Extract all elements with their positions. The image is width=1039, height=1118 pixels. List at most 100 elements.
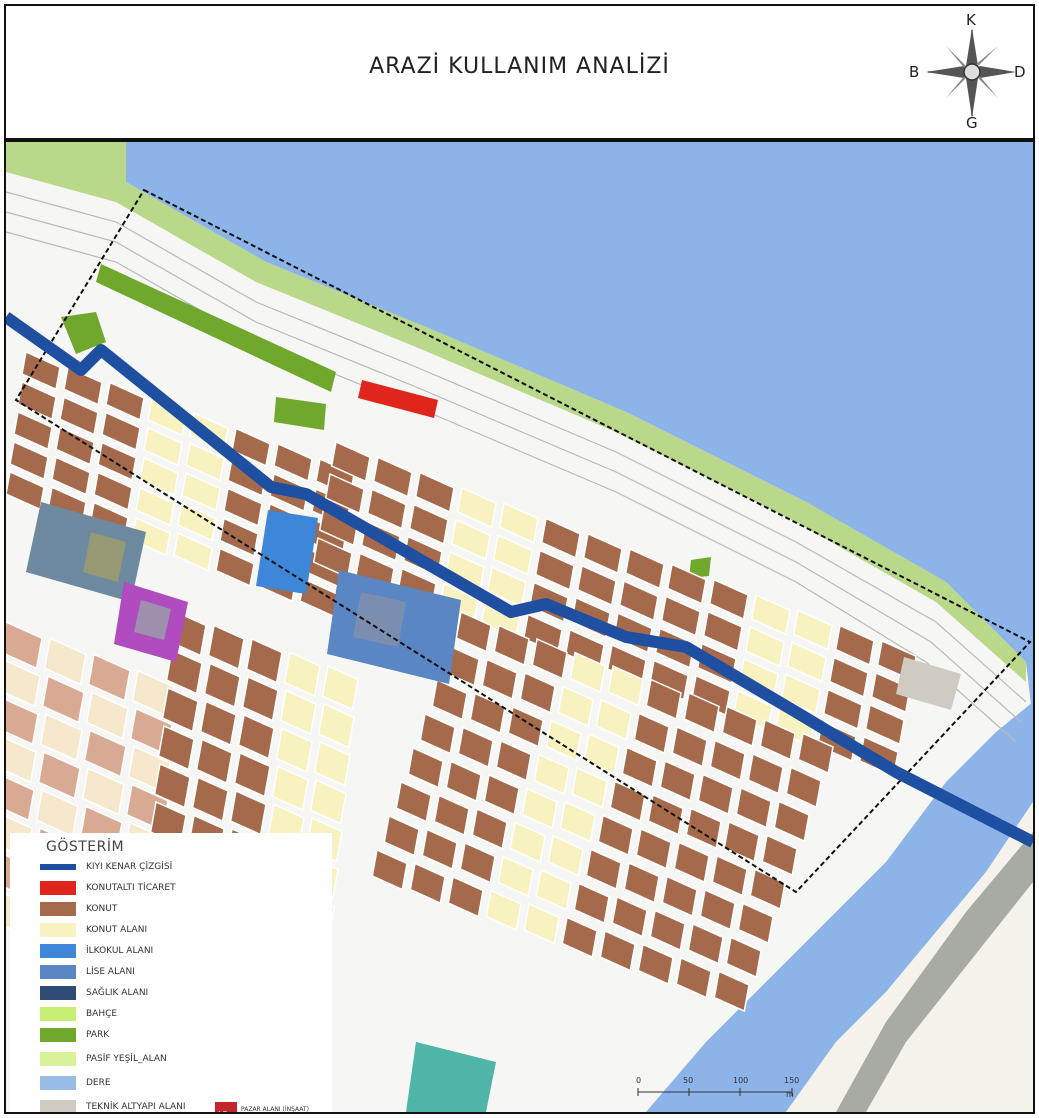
residential-block (785, 766, 822, 809)
residential-block (702, 610, 743, 653)
residential-block (408, 503, 449, 545)
residential-block (595, 698, 632, 741)
residential-block (509, 821, 546, 864)
residential-block (459, 841, 496, 884)
residential-block (283, 651, 321, 698)
residential-block (597, 814, 634, 857)
scale-tick-1: 50 (683, 1076, 694, 1085)
legend-swatch (40, 944, 76, 958)
park-corner (61, 312, 106, 354)
legend-swatch (40, 986, 76, 1000)
residential-block (279, 689, 317, 736)
residential-block (737, 902, 774, 945)
residential-block (585, 848, 622, 891)
linear-park (96, 264, 336, 392)
residential-block (660, 595, 701, 637)
legend-label: KONUT ALANI (86, 925, 148, 935)
residential-block (447, 875, 484, 918)
primary-school-area (256, 510, 318, 594)
residential-block (747, 752, 784, 795)
residential-block (648, 659, 689, 701)
residential-block (661, 875, 698, 918)
residential-block (445, 760, 482, 803)
residential-block (433, 794, 470, 837)
residential-block (864, 703, 905, 746)
legend-swatch (40, 864, 76, 870)
scale-tick-2: 100 (733, 1076, 749, 1085)
residential-block (371, 848, 408, 891)
residential-block (709, 739, 746, 782)
legend-item-commercial: KONUTALTI TİCARET (40, 880, 176, 896)
compass-rose: K G B D (906, 8, 1028, 134)
offsite-block (6, 698, 39, 746)
offsite-block (83, 729, 127, 778)
legend-label: PASİF YEŞİL_ALAN (86, 1054, 167, 1064)
legend-item-market: L3 PAZAR ALANI (İNŞAAT) (215, 1102, 309, 1112)
offsite-block (43, 637, 87, 686)
legend-label: SAĞLIK ALANI (86, 988, 149, 998)
residential-block (241, 675, 279, 722)
scale-unit: m (786, 1090, 794, 1099)
offsite-block (6, 737, 37, 784)
residential-block (673, 841, 710, 884)
offsite-block (6, 621, 43, 670)
residential-block (493, 624, 530, 667)
residential-block (645, 678, 682, 721)
residential-block (561, 916, 598, 959)
residential-block (450, 518, 491, 561)
coastal-green-strip (6, 142, 1026, 682)
residential-block (419, 712, 456, 755)
commercial-strip (358, 380, 438, 418)
residential-block (713, 970, 750, 1013)
map-frame: ARAZİ KULLANIM ANALİZİ K G B D (4, 4, 1035, 1114)
residential-block (495, 739, 532, 782)
residential-block (457, 726, 494, 769)
residential-block (759, 718, 796, 761)
legend-label: KIYI KENAR ÇİZGİSİ (86, 862, 173, 872)
residential-block (822, 688, 863, 730)
residential-block (534, 549, 575, 591)
legend-label: KONUT (86, 904, 118, 914)
residential-block (735, 786, 772, 829)
residential-block (699, 888, 736, 931)
residential-block (761, 834, 798, 877)
offsite-block (81, 767, 125, 816)
residential-block (533, 753, 570, 796)
residential-block (637, 943, 674, 986)
residential-block (569, 651, 606, 694)
residential-block (521, 787, 558, 830)
residential-block (317, 702, 355, 749)
residential-block (531, 637, 568, 680)
residential-block (834, 624, 875, 666)
residential-block (582, 532, 623, 575)
residential-block (498, 502, 539, 544)
compass-west-label: B (909, 63, 920, 81)
residential-block (750, 593, 791, 636)
legend-item-garden: BAHÇE (40, 1006, 117, 1022)
residential-block (191, 776, 229, 823)
residential-block (687, 922, 724, 965)
residential-block (623, 861, 660, 904)
residential-block (237, 713, 275, 760)
residential-block (485, 889, 522, 932)
legend-swatch (40, 965, 76, 979)
residential-block (492, 534, 533, 576)
residential-block (157, 724, 195, 771)
east-bank-road (836, 832, 1033, 1112)
residential-block (535, 868, 572, 911)
residential-block (143, 426, 183, 467)
residential-block (105, 381, 145, 421)
residential-block (497, 855, 534, 898)
legend-swatch (40, 1100, 76, 1112)
residential-block (599, 929, 636, 972)
offsite-block (85, 691, 129, 740)
residential-block (523, 902, 560, 945)
residential-block (431, 678, 468, 721)
legend-item-residential: KONUT (40, 901, 117, 917)
river-east-bank (786, 802, 1033, 1112)
residential-block (559, 800, 596, 843)
offsite-block (37, 751, 81, 800)
residential-block (697, 773, 734, 816)
residential-block (203, 662, 241, 709)
legend-swatch (40, 1076, 76, 1090)
